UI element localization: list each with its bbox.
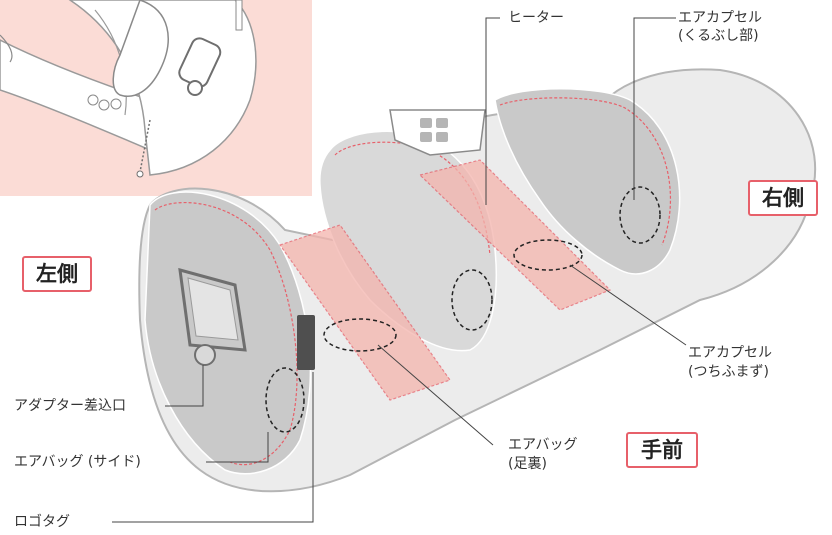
leader-lines: [112, 17, 687, 523]
inset-toe: [110, 98, 122, 110]
inset-illustration: [0, 0, 312, 196]
inset-zipper: [139, 119, 151, 173]
logo-tag-leader: [112, 372, 314, 523]
heater-leader: [485, 17, 500, 205]
air-bag-sole-leader: [377, 344, 494, 446]
capsule-marker-left-side: [265, 367, 305, 433]
air-bag-side-leader: [206, 432, 269, 463]
air-bag-side-label: エアバッグ (サイド): [14, 454, 141, 470]
inset-foot-icon: [112, 0, 169, 97]
air-capsule-toe-label-line2: (つちふまず): [688, 364, 769, 380]
air-capsule-calf-leader: [633, 17, 676, 200]
control-button: [420, 132, 432, 142]
adapter-socket: [194, 344, 216, 366]
inset-port: [187, 80, 203, 96]
carry-handle: [178, 267, 247, 352]
right-sole-airbag: [418, 159, 612, 311]
control-button: [436, 118, 448, 128]
inset-toe: [87, 94, 99, 106]
air-capsule-calf-label-line2: (くるぶし部): [678, 28, 759, 44]
capsule-marker-center: [451, 269, 493, 331]
right-calf-airbag-edge: [499, 97, 672, 246]
capsule-marker-right-calf: [619, 186, 661, 244]
inset-zipper-pull: [136, 170, 144, 178]
logo-tag-strip: [297, 315, 315, 370]
carry-handle-inner: [187, 277, 239, 341]
right-side-badge: 右側: [748, 180, 818, 216]
air-bag-sole-label-line1: エアバッグ: [508, 437, 578, 453]
front-side-badge: 手前: [626, 432, 698, 468]
left-sole-airbag: [279, 224, 451, 401]
adapter-port-leader: [165, 365, 204, 407]
heater-label: ヒーター: [508, 10, 564, 26]
inset-left-foot: [0, 34, 13, 63]
air-bag-sole-label-line2: (足裏): [508, 456, 547, 472]
logo-tag-label: ロゴタグ: [14, 514, 70, 530]
air-capsule-toe-label-line1: エアカプセル: [688, 345, 772, 361]
capsule-marker-left-sole: [323, 318, 397, 352]
inset-toe: [98, 99, 110, 111]
left-side-badge: 左側: [22, 256, 92, 292]
air-capsule-calf-label-line1: エアカプセル: [678, 10, 762, 26]
right-calf-pad: [494, 88, 681, 275]
control-button: [436, 132, 448, 142]
main-unit: [138, 68, 817, 493]
inset-strap: [235, 0, 243, 31]
capsule-marker-right-sole: [513, 239, 583, 271]
adapter-port-label: アダプター差込口: [14, 398, 126, 414]
air-capsule-toe-leader: [569, 264, 687, 346]
left-side-airbag-edge: [154, 201, 298, 466]
control-button: [420, 118, 432, 128]
